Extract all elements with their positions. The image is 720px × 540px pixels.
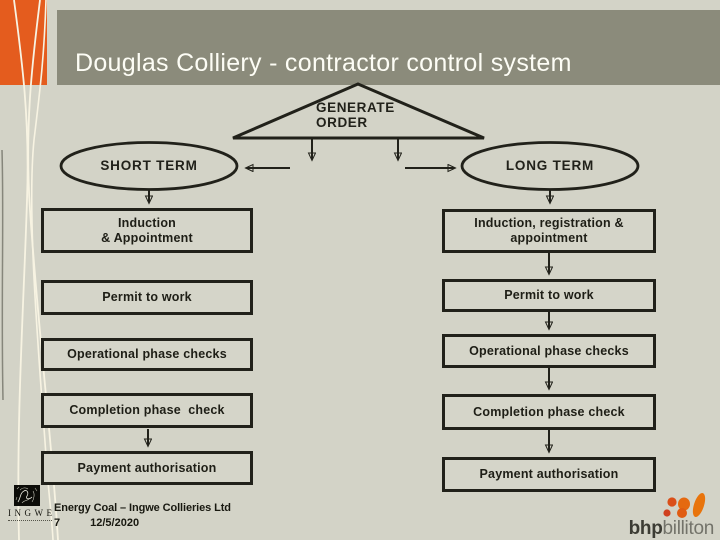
- page-number: 7: [54, 517, 61, 529]
- bhpbilliton-logo: bhpbilliton: [602, 492, 714, 538]
- footer-text-block: Energy Coal – Ingwe Collieries Ltd 7 12/…: [54, 502, 231, 529]
- ingwe-logo-text: INGWE: [8, 508, 56, 518]
- ingwe-logo-subline: [8, 520, 52, 521]
- box-long-operational: Operational phase checks: [442, 334, 656, 368]
- box-short-permit: Permit to work: [41, 280, 253, 315]
- box-long-induction: Induction, registration & appointment: [442, 209, 656, 253]
- bhpbilliton-wordmark: bhpbilliton: [602, 518, 715, 539]
- long-term-label: LONG TERM: [505, 158, 595, 173]
- short-term-ellipse: [59, 141, 239, 191]
- box-short-induction: Induction & Appointment: [41, 208, 253, 253]
- footer-page-date: 7 12/5/2020: [54, 517, 231, 529]
- box-short-operational: Operational phase checks: [41, 338, 253, 371]
- box-long-completion: Completion phase check: [442, 394, 656, 430]
- slide-date: 12/5/2020: [90, 517, 140, 529]
- box-short-completion: Completion phase check: [41, 393, 253, 428]
- slide-title: Douglas Colliery - contractor control sy…: [75, 49, 572, 77]
- footer-org-line: Energy Coal – Ingwe Collieries Ltd: [54, 502, 231, 514]
- box-long-permit: Permit to work: [442, 279, 656, 312]
- generate-order-triangle: [232, 82, 485, 140]
- ingwe-logo: INGWE: [8, 485, 54, 521]
- short-term-label: SHORT TERM: [100, 158, 198, 173]
- long-term-ellipse: [460, 141, 640, 191]
- box-long-payment: Payment authorisation: [442, 457, 656, 492]
- ingwe-logo-art: [14, 485, 40, 506]
- header-bar: Douglas Colliery - contractor control sy…: [57, 10, 720, 85]
- generate-order-label: GENERATE ORDER: [316, 100, 395, 130]
- billiton-text: billiton: [662, 518, 715, 539]
- bhpbilliton-mark-icon: [663, 493, 706, 518]
- box-short-payment: Payment authorisation: [41, 451, 253, 485]
- bhp-bold-text: bhp: [628, 518, 663, 539]
